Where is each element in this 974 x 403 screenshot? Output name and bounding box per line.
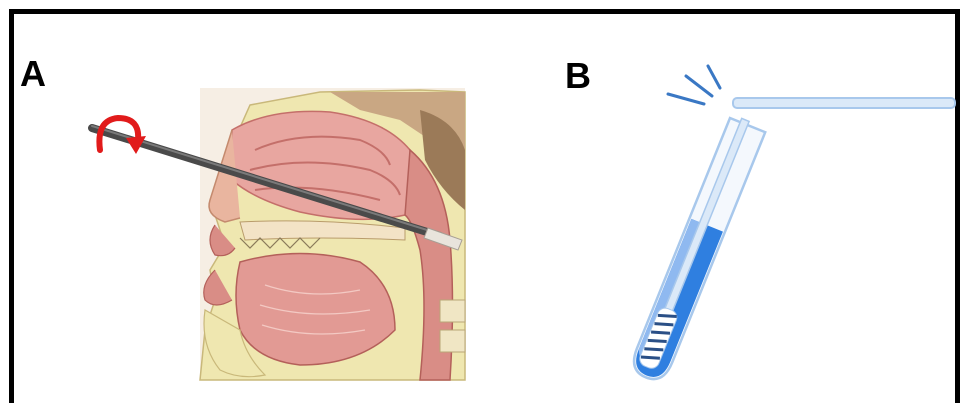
test-tube bbox=[628, 114, 767, 384]
snap-burst-icon bbox=[668, 66, 720, 104]
swab-stick-in-tube bbox=[664, 118, 749, 314]
vertebra-2 bbox=[440, 330, 465, 352]
vertebra-1 bbox=[440, 300, 465, 322]
panel-b-illustration bbox=[628, 66, 955, 384]
panel-a-illustration bbox=[92, 88, 465, 380]
broken-shaft bbox=[733, 98, 955, 108]
tongue bbox=[236, 254, 395, 366]
